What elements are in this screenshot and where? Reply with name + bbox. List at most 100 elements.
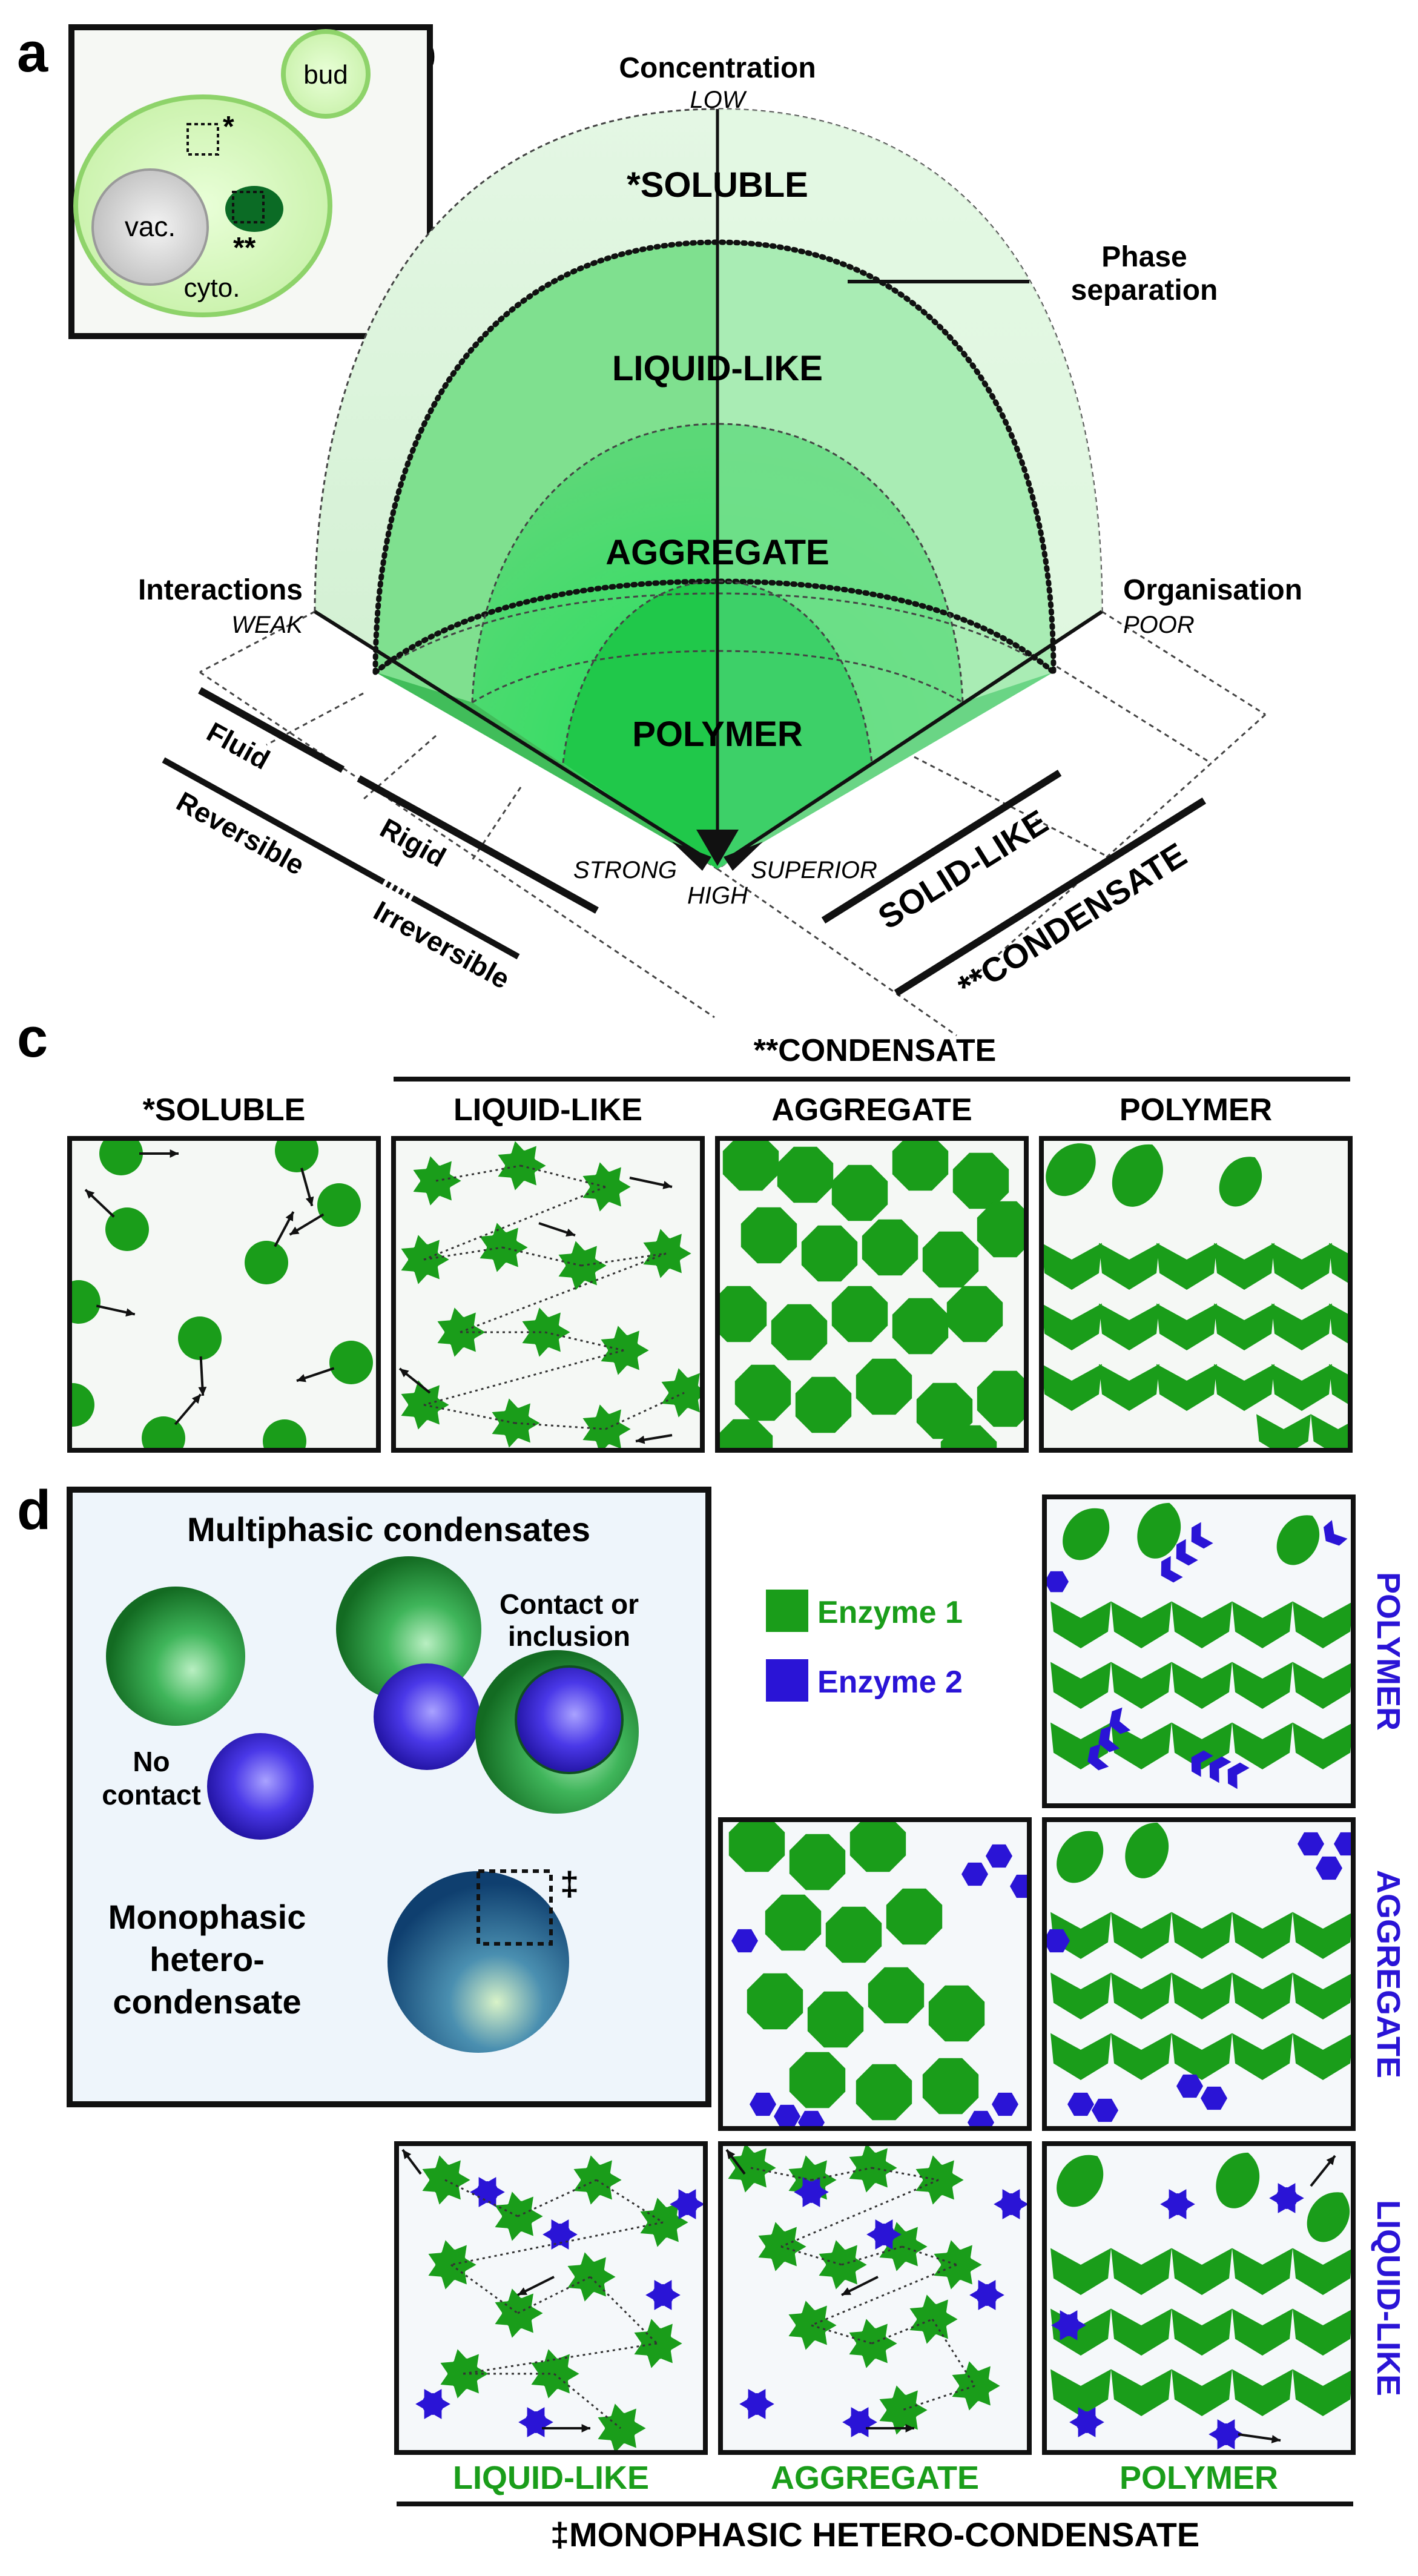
enzyme-core: [1058, 2314, 1080, 2336]
enzyme-spike: [969, 2291, 977, 2299]
enzyme-spike: [508, 2191, 521, 2204]
enzyme-core: [652, 2284, 674, 2306]
condensate-blob: [225, 186, 283, 232]
motion-arrow: [41, 1357, 62, 1390]
enzyme-spike: [842, 2418, 850, 2426]
enzyme-spike: [994, 2200, 1001, 2208]
no-contact-line2: contact: [102, 1779, 201, 1811]
enzyme-spike: [1060, 2331, 1067, 2340]
enzyme2-polymer-subunit: [1161, 1556, 1183, 1583]
enzyme-spike: [979, 2393, 991, 2406]
enzyme-spike: [450, 1345, 463, 1357]
enzyme-spike: [869, 2418, 877, 2426]
enzyme-spike: [493, 1260, 506, 1272]
enzyme-core: [886, 2394, 918, 2426]
polymer-subunit: [1293, 1972, 1353, 2020]
mono-label-line3: condensate: [113, 1983, 301, 2021]
enzyme-spike: [551, 2241, 559, 2250]
enzyme-spike: [785, 2254, 797, 2267]
organisation-superior: SUPERIOR: [751, 857, 877, 883]
polymer-subunit: [1111, 1912, 1172, 1959]
monophasic-zoom-box: [477, 1869, 553, 1946]
polymer-subunit: [1041, 1303, 1102, 1350]
polymer-subunit: [1293, 2308, 1353, 2356]
polymer-subunit: [1111, 1662, 1172, 1709]
enzyme-spike: [428, 2265, 441, 2277]
enzyme-spike: [440, 1161, 452, 1174]
weak-interaction: [423, 1349, 624, 1406]
enzyme-spike: [426, 1156, 439, 1168]
enzyme-spike: [1088, 2428, 1096, 2437]
enzyme-spike: [667, 2230, 679, 2242]
enzyme-spike: [892, 2259, 905, 2271]
enzyme-spike: [664, 2280, 672, 2289]
enzyme-spike: [596, 1200, 608, 1212]
enzyme-spike: [582, 1175, 595, 1186]
enzyme-spike: [788, 2181, 801, 2192]
enzyme-spike: [610, 1436, 621, 1449]
enzyme-spike: [587, 2155, 599, 2167]
motion-arrowhead: [518, 2287, 527, 2295]
enzyme-spike: [505, 1398, 518, 1410]
interactions-weak: WEAK: [231, 612, 304, 638]
tile-aggregate-aggregate-frame: [718, 1817, 1032, 2131]
polymer-leaf: [1219, 1157, 1262, 1207]
organisation-title: Organisation: [1123, 574, 1302, 606]
enzyme-spike: [909, 2307, 922, 2319]
enzyme-spike: [505, 1436, 518, 1448]
enzyme-spike: [748, 2389, 756, 2398]
enzyme-core: [1167, 2193, 1189, 2215]
polymer-subunit: [1293, 1722, 1353, 1769]
motion-arrowhead: [296, 1374, 306, 1382]
motion-arrowhead: [191, 1394, 201, 1404]
panel-c-group-title: **CONDENSATE: [754, 1033, 997, 1068]
enzyme-spike: [507, 1255, 518, 1267]
enzyme-spike: [587, 2193, 599, 2205]
polymer-subunit: [1293, 2248, 1353, 2295]
contact-label-line1: Contact or: [500, 1588, 639, 1620]
polymer-subunit: [1172, 2248, 1232, 2295]
enzyme-spike: [885, 2219, 893, 2228]
enzyme-core: [422, 2393, 444, 2415]
enzyme-spike: [572, 1278, 584, 1290]
tile-polymer-polymer-particles: [1044, 1502, 1353, 1789]
polymer-subunit: [1293, 2033, 1353, 2080]
octagon-particle: [922, 1231, 979, 1288]
enzyme-spike: [765, 2161, 776, 2175]
tile-aggregate-aggregate-particles: [728, 1820, 1029, 2129]
enzyme-spike: [480, 1235, 492, 1247]
hexagon-particle: [1067, 2092, 1094, 2116]
enzyme-spike: [470, 2188, 478, 2196]
motion-arrowhead: [662, 1181, 672, 1189]
tile-liquid-liquid-particles: [401, 2148, 705, 2452]
enzyme-spike: [758, 2234, 771, 2246]
hexagon-particle: [1044, 1571, 1069, 1593]
enzyme-spike: [1217, 2419, 1225, 2428]
enzyme-spike: [422, 2168, 435, 2179]
enzyme-spike: [610, 1409, 621, 1422]
enzyme-spike: [1288, 2183, 1296, 2192]
enzyme-spike: [1012, 2189, 1020, 2198]
hexagon-particle: [968, 2110, 994, 2129]
enzyme-spike: [620, 1180, 631, 1194]
enzyme1-particle: [99, 1138, 143, 1175]
enzyme-spike: [934, 2253, 946, 2264]
enzyme-spike: [697, 2200, 705, 2208]
enzyme-spike: [414, 1418, 427, 1430]
polymer-leaf: [1046, 1143, 1096, 1196]
octagon-particle: [728, 1820, 785, 1872]
enzyme-spike: [923, 2332, 935, 2344]
condensate-marker: **: [233, 232, 256, 264]
panel-label-d: d: [17, 1479, 51, 1541]
enzyme-spike: [450, 1307, 463, 1319]
enzyme-core: [477, 2181, 498, 2203]
enzyme-spike: [906, 2390, 918, 2403]
enzyme-spike: [638, 1344, 649, 1357]
enzyme-spike: [441, 2277, 454, 2290]
enzyme-spike: [875, 2219, 883, 2228]
enzyme-spike: [614, 1363, 627, 1375]
enzyme-spike: [961, 2245, 972, 2257]
weak-interaction: [931, 2319, 976, 2386]
motion-arrowhead: [327, 1458, 337, 1466]
enzyme-spike: [628, 1330, 639, 1343]
